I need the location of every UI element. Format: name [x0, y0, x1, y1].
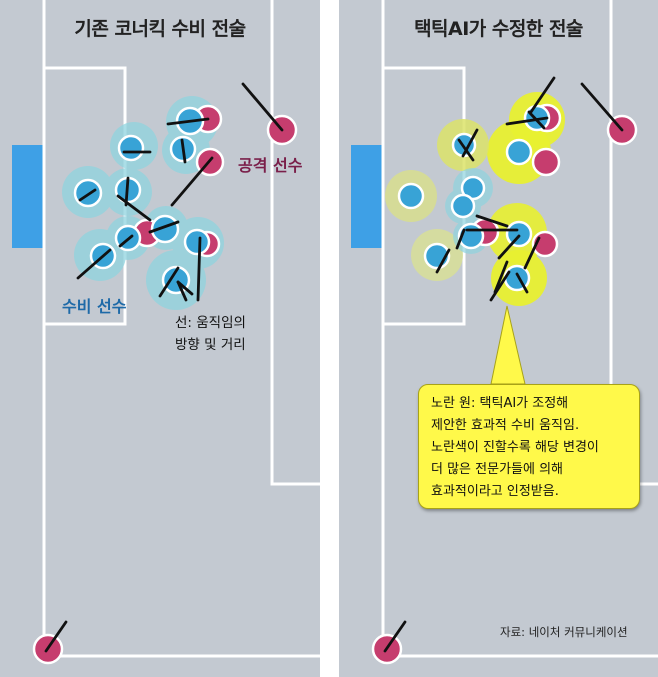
- defender-dot: [450, 193, 476, 219]
- defender-dot: [397, 182, 425, 210]
- penalty-box: [270, 0, 320, 486]
- defender-players: [397, 104, 551, 292]
- callout-line: 효과적이라고 인정받음.: [431, 484, 559, 499]
- right-pitch: [351, 0, 658, 665]
- defender-dot: [183, 228, 211, 256]
- movement-lines: [44, 82, 284, 653]
- right-panel: 택틱AI가 수정한 전술: [339, 0, 658, 677]
- callout-line: 노란 원: 택틱AI가 조정해: [431, 396, 569, 411]
- goal: [351, 145, 383, 248]
- defender-dot: [505, 138, 533, 166]
- attacker-label: 공격 선수: [238, 156, 303, 175]
- line-legend-line: 방향 및 거리: [175, 337, 246, 353]
- yellow-circle-explanation: 노란 원: 택틱AI가 조정해 제안한 효과적 수비 움직임. 노란색이 진할수…: [418, 384, 640, 509]
- movement-lines: [383, 76, 624, 653]
- callout-line: 노란색이 진할수록 해당 변경이: [431, 440, 599, 455]
- callout-line: 제안한 효과적 수비 움직임.: [431, 418, 580, 433]
- line-legend-line: 선: 움직임의: [175, 315, 246, 331]
- goal: [12, 145, 44, 248]
- left-panel: 기존 코너킥 수비 전술 공격 선수 수비 선수 선: 움직임의 방향 및 거리: [0, 0, 320, 677]
- line-legend-note: 선: 움직임의 방향 및 거리: [175, 312, 246, 356]
- right-panel-title: 택틱AI가 수정한 전술: [414, 18, 583, 40]
- defender-dot: [117, 134, 145, 162]
- defender-label: 수비 선수: [62, 297, 127, 316]
- source-credit: 자료: 네이처 커뮤니케이션: [500, 625, 628, 639]
- defender-dot: [505, 220, 533, 248]
- left-panel-title: 기존 코너킥 수비 전술: [74, 18, 246, 40]
- callout-line: 더 많은 전문가들에 의해: [431, 462, 563, 477]
- defender-dot: [150, 214, 180, 244]
- attacker-dot: [531, 147, 561, 177]
- callout-pointer: [490, 305, 526, 385]
- left-pitch: [12, 0, 320, 665]
